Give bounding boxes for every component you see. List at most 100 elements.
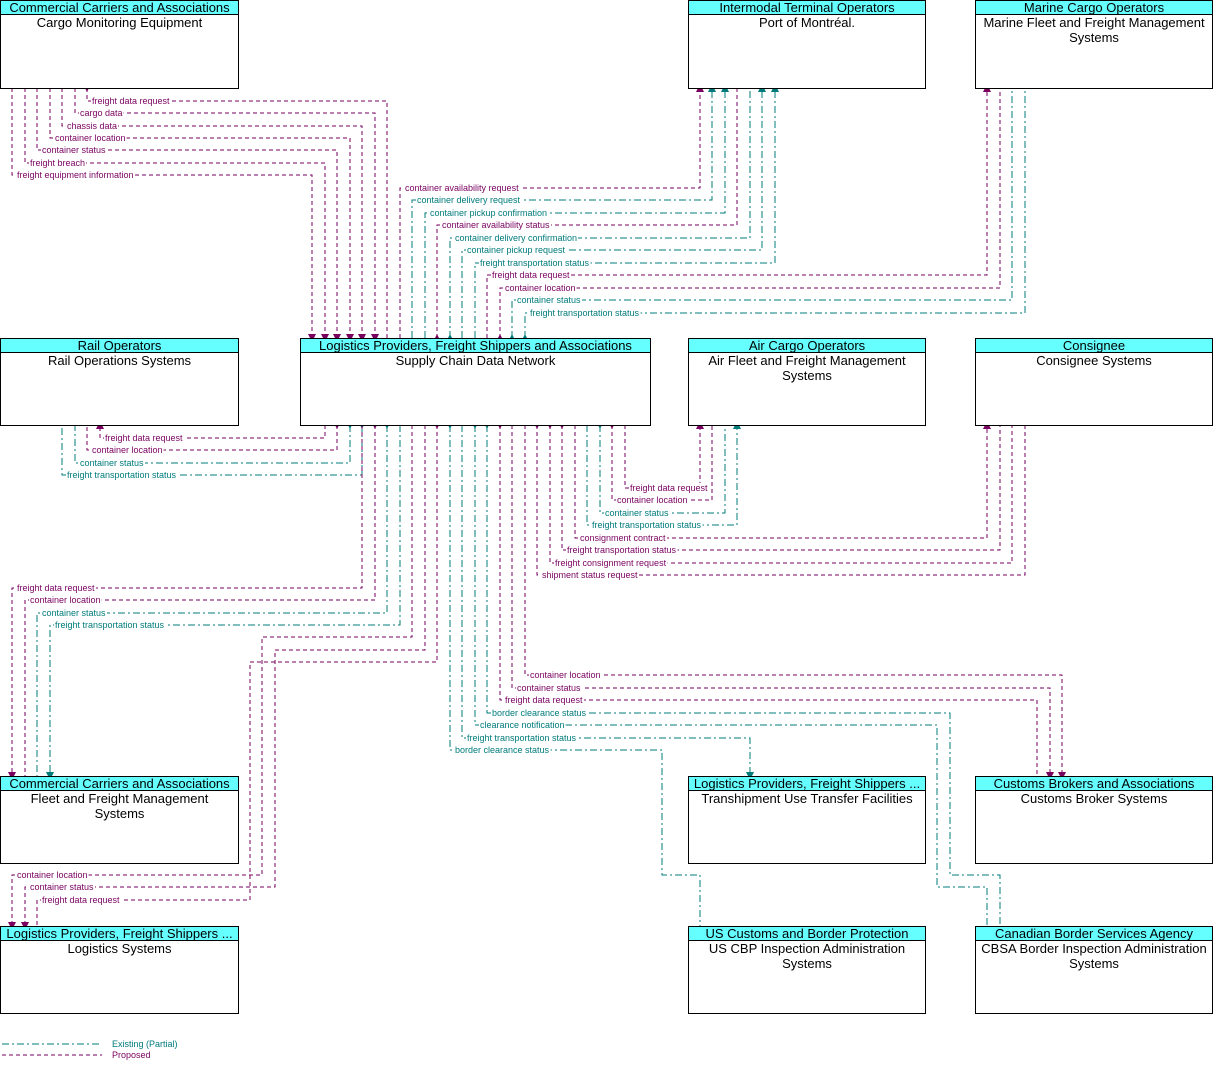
flow-line bbox=[533, 421, 1026, 576]
flow-label-bg bbox=[504, 283, 577, 293]
flow-43: freight data request bbox=[36, 421, 441, 926]
system-box-logs[interactable]: Logistics Providers, Freight Shippers ..… bbox=[0, 926, 239, 1014]
flow-line bbox=[524, 425, 1066, 780]
system-box-ccam[interactable]: Commercial Carriers and AssociationsCarg… bbox=[0, 0, 239, 89]
flow-line bbox=[83, 84, 388, 338]
flow-13: freight transportation status bbox=[474, 84, 779, 338]
flow-line bbox=[86, 421, 341, 451]
owner-label: Logistics Providers, Freight Shippers ..… bbox=[694, 776, 920, 791]
flow-14: freight data request bbox=[486, 84, 991, 338]
flow-label: freight data request bbox=[17, 583, 95, 593]
box-header bbox=[975, 0, 1213, 15]
flow-label-bg bbox=[579, 533, 668, 543]
flow-label-bg bbox=[466, 733, 578, 743]
box-header bbox=[0, 776, 239, 791]
flow-label-bg bbox=[541, 570, 640, 580]
flow-line bbox=[446, 88, 751, 342]
system-box-tutf[interactable]: Logistics Providers, Freight Shippers ..… bbox=[688, 776, 926, 864]
flow-4: container status bbox=[36, 88, 341, 342]
box-header bbox=[688, 776, 926, 791]
flow-label-bg bbox=[604, 508, 671, 518]
owner-label: Consignee bbox=[1063, 338, 1125, 353]
flow-label: freight transportation status bbox=[592, 520, 702, 530]
box-header bbox=[688, 338, 926, 353]
flow-label-bg bbox=[29, 882, 96, 892]
flow-label: container location bbox=[530, 670, 601, 680]
flow-1: cargo data bbox=[74, 88, 379, 342]
box-header bbox=[975, 926, 1213, 941]
flow-line bbox=[483, 421, 1001, 926]
flow-label-bg bbox=[91, 96, 172, 106]
owner-label: Canadian Border Services Agency bbox=[995, 926, 1194, 941]
system-label: Systems bbox=[1069, 30, 1119, 45]
flow-label: freight data request bbox=[92, 96, 170, 106]
flow-label-bg bbox=[529, 670, 602, 680]
flow-label-bg bbox=[66, 121, 119, 131]
flow-line bbox=[486, 84, 991, 338]
legend-existing-label: Existing (Partial) bbox=[112, 1039, 178, 1049]
flow-label-bg bbox=[41, 895, 122, 905]
system-label: Systems bbox=[782, 368, 832, 383]
flow-line bbox=[508, 88, 1013, 342]
flow-line bbox=[546, 421, 1013, 564]
flow-line bbox=[424, 84, 729, 338]
flow-label: clearance notification bbox=[480, 720, 565, 730]
flow-label: freight breach bbox=[30, 158, 85, 168]
box-frame bbox=[975, 0, 1213, 89]
flow-line bbox=[446, 421, 701, 926]
box-frame bbox=[688, 0, 926, 89]
flow-label-bg bbox=[504, 695, 585, 705]
flow-label-bg bbox=[454, 233, 579, 243]
flow-label: container location bbox=[617, 495, 688, 505]
system-box-cbs[interactable]: Customs Brokers and AssociationsCustoms … bbox=[975, 776, 1213, 864]
flow-line bbox=[24, 88, 329, 342]
flow-label-bg bbox=[79, 108, 124, 118]
flow-label-bg bbox=[16, 170, 135, 180]
flow-label: border clearance status bbox=[492, 708, 587, 718]
system-label: Marine Fleet and Freight Management bbox=[983, 15, 1205, 30]
system-box-ccfm[interactable]: Commercial Carriers and AssociationsFlee… bbox=[0, 776, 239, 864]
box-header bbox=[975, 338, 1213, 353]
box-header bbox=[688, 0, 926, 15]
flow-label: container location bbox=[92, 445, 163, 455]
box-header bbox=[0, 926, 239, 941]
owner-label: US Customs and Border Protection bbox=[705, 926, 908, 941]
system-label: Logistics Systems bbox=[67, 941, 172, 956]
flow-label-bg bbox=[616, 495, 689, 505]
flow-10: container availability status bbox=[433, 88, 738, 342]
flow-35: container status bbox=[511, 425, 1054, 780]
legend-proposed-label: Proposed bbox=[112, 1050, 151, 1060]
flow-40: border clearance status bbox=[446, 421, 701, 926]
flow-label: container location bbox=[505, 283, 576, 293]
flow-label: container delivery request bbox=[417, 195, 521, 205]
system-label: Supply Chain Data Network bbox=[396, 353, 556, 368]
flow-line bbox=[608, 421, 713, 501]
system-label: Customs Broker Systems bbox=[1021, 791, 1168, 806]
flow-label: container status bbox=[42, 145, 106, 155]
system-box-scdn[interactable]: Logistics Providers, Freight Shippers an… bbox=[300, 338, 651, 426]
flow-9: container pickup confirmation bbox=[424, 84, 729, 338]
flow-label: container status bbox=[517, 683, 581, 693]
flow-label-bg bbox=[16, 583, 97, 593]
flow-line bbox=[21, 425, 426, 930]
box-header bbox=[688, 926, 926, 941]
flow-label-bg bbox=[629, 483, 710, 493]
flow-line bbox=[574, 421, 991, 539]
flow-label: container location bbox=[30, 595, 101, 605]
flow-label-bg bbox=[454, 745, 551, 755]
flow-15: container location bbox=[496, 88, 1001, 342]
flow-27: freight transportation status bbox=[558, 421, 1001, 555]
flow-line bbox=[496, 421, 1038, 776]
flow-7: container availability request bbox=[399, 84, 704, 338]
owner-label: Rail Operators bbox=[78, 338, 162, 353]
flow-line bbox=[433, 88, 738, 342]
flow-label-bg bbox=[416, 195, 522, 205]
flow-25: freight transportation status bbox=[586, 421, 741, 530]
